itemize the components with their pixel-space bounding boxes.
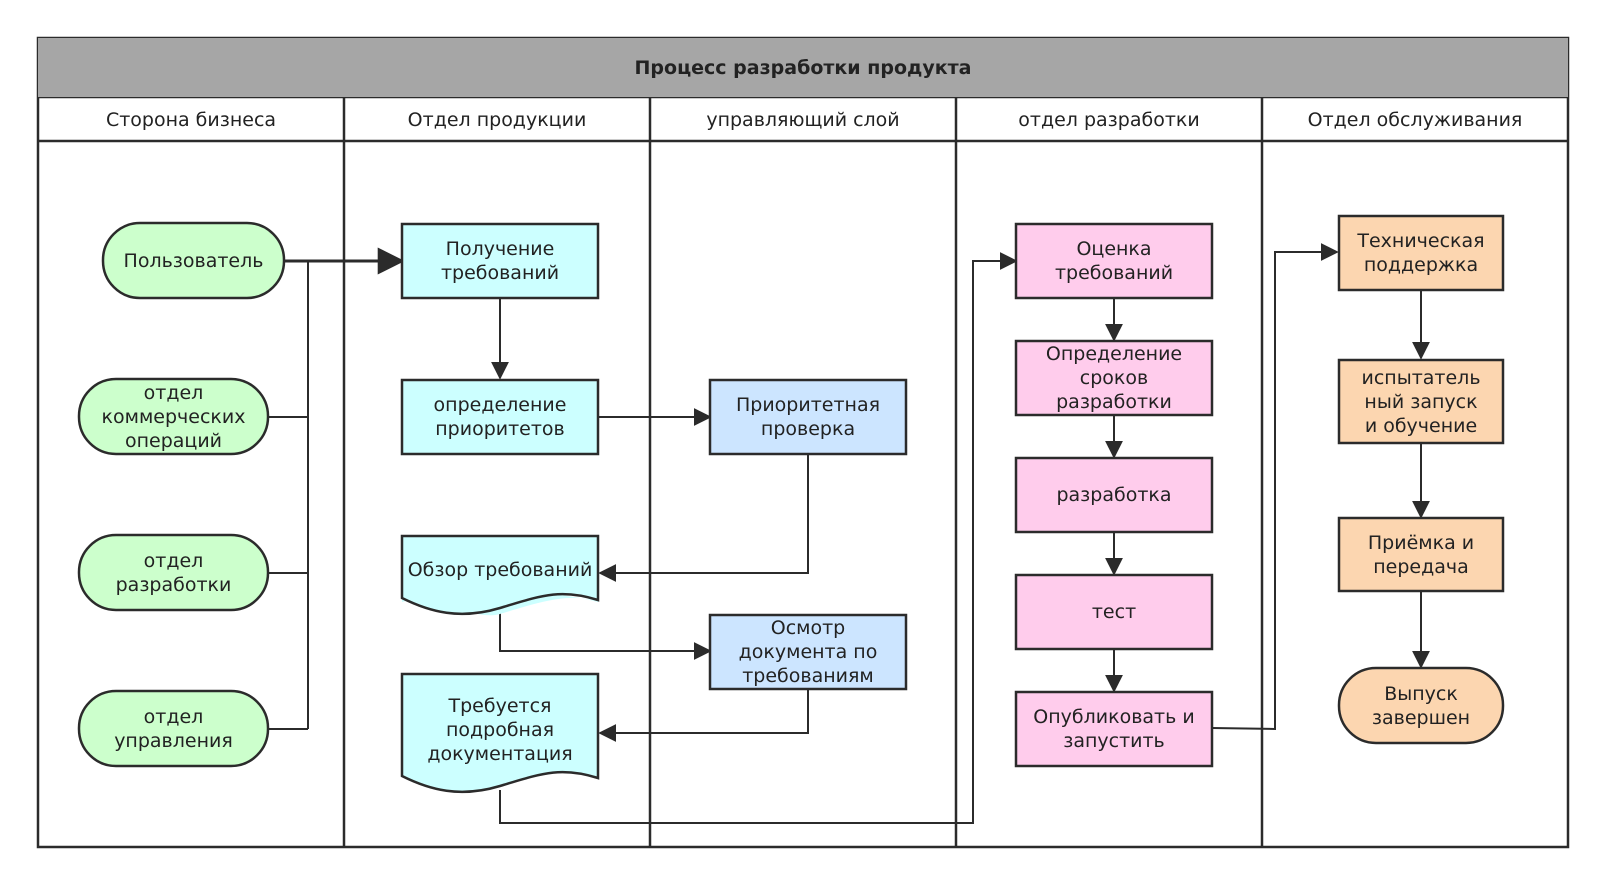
node-dev-terms: Определение сроков разработки: [1045, 343, 1183, 413]
node-tech-support-shape: [1337, 214, 1505, 292]
lane-header-business: Сторона бизнеса: [105, 108, 277, 131]
node-publish: Опубликовать и запустить: [1033, 706, 1195, 752]
connector-arrow: [1211, 243, 1339, 731]
node-release-done-shape: [1337, 666, 1505, 745]
node-doc-inspect: Осмотр документа по требованиям: [738, 617, 878, 687]
node-dev-dept-shape: [77, 533, 270, 612]
node-detailed-doc-shape: [400, 672, 600, 794]
lane-header-management: управляющий слой: [706, 108, 900, 131]
diagram-title: Процесс разработки продукта: [38, 38, 1568, 97]
connector-arrow: [499, 252, 1018, 824]
connector-arrow: [598, 689, 809, 742]
node-doc-inspect-shape: [708, 613, 908, 691]
node-acceptance: Приёмка и передача: [1367, 531, 1475, 578]
node-get-req-shape: [400, 222, 600, 300]
node-user-shape: [101, 221, 286, 300]
node-dev-dept: отдел разработки: [115, 549, 232, 596]
node-tech-support: Техническая поддержка: [1357, 230, 1485, 276]
node-priorities: определение приоритетов: [433, 394, 567, 440]
node-user: Пользователь: [123, 249, 264, 272]
node-dev-terms-shape: [1014, 339, 1214, 417]
node-publish-shape: [1014, 690, 1214, 768]
node-acceptance-shape: [1337, 516, 1505, 593]
node-priorities-shape: [400, 378, 600, 456]
node-release-done: Выпуск завершен: [1371, 682, 1471, 729]
node-req-eval: Оценка требований: [1054, 238, 1174, 284]
lane-header-service: Отдел обслуживания: [1307, 108, 1523, 131]
node-development-shape: [1014, 456, 1214, 534]
lane-header-development: отдел разработки: [1018, 108, 1200, 131]
node-get-req: Получение требований: [440, 238, 560, 284]
node-req-eval-shape: [1014, 222, 1214, 300]
node-trial: испытательный запуск и обучение: [1361, 366, 1481, 437]
node-development: разработка: [1056, 484, 1172, 506]
node-test-shape: [1014, 573, 1214, 651]
node-commerce-shape: [77, 377, 270, 456]
node-trial-shape: [1337, 358, 1505, 445]
lane-header-product: Отдел продукции: [407, 108, 587, 131]
node-mgmt-dept-shape: [77, 689, 270, 768]
node-detailed-doc: Требуется подробная документация: [427, 695, 573, 765]
node-priority-check: Приоритетная проверка: [735, 394, 881, 440]
node-test: тест: [1091, 601, 1137, 623]
node-req-review: Обзор требований: [407, 559, 593, 581]
connector-arrow: [598, 454, 809, 582]
node-mgmt-dept: отдел управления: [114, 705, 233, 752]
node-req-review-outline: [400, 534, 600, 616]
node-commerce: отдел коммерческих операций: [101, 381, 246, 452]
node-priority-check-shape: [708, 378, 908, 456]
connector-arrow: [499, 602, 712, 660]
